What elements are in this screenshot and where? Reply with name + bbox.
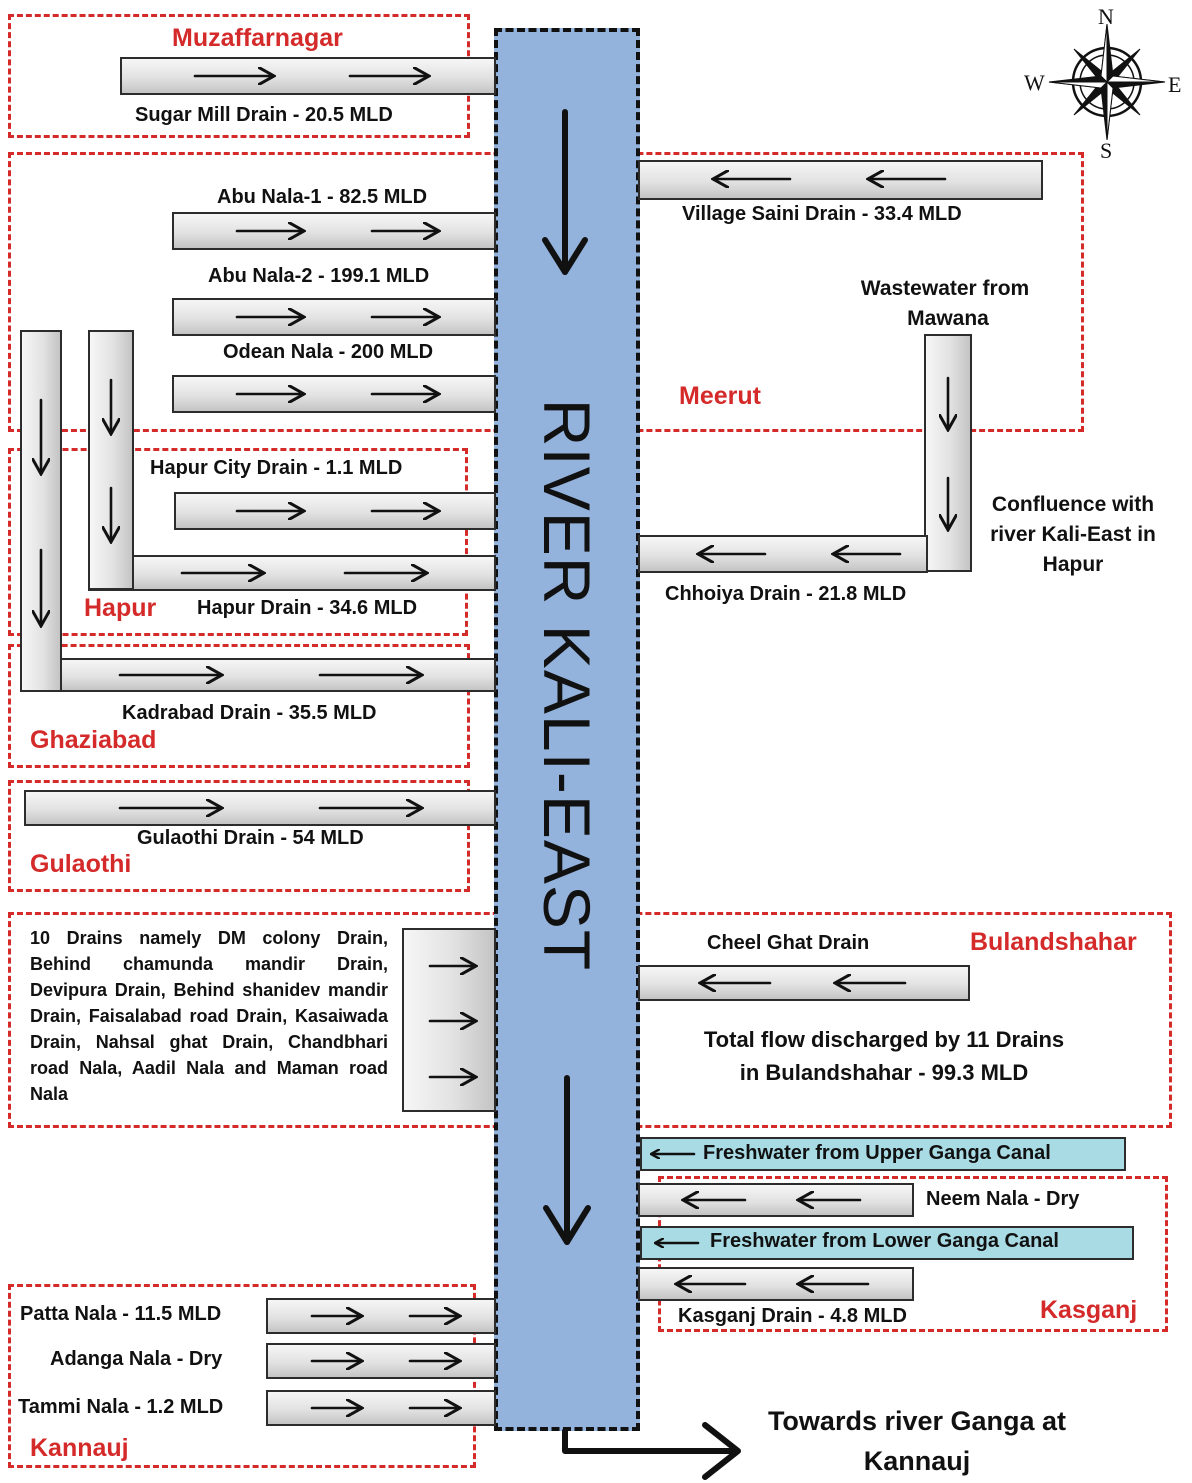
towards-ganga-arrow-head — [702, 1422, 741, 1480]
label-confluence-1: Confluence with — [991, 493, 1155, 516]
label-abu-nala-1: Abu Nala-1 - 82.5 MLD — [217, 186, 428, 208]
region-label-kannauj: Kannauj — [30, 1434, 129, 1462]
region-label-bulandshahar: Bulandshahar — [970, 928, 1137, 956]
label-fresh-lower: Freshwater from Lower Ganga Canal — [710, 1230, 1059, 1252]
label-confluence-2: river Kali-East in — [990, 523, 1156, 546]
label-kasganj-drain: Kasganj Drain - 4.8 MLD — [678, 1305, 907, 1327]
label-sugar-mill: Sugar Mill Drain - 20.5 MLD — [135, 104, 393, 126]
river-name: RIVER KALI-EAST — [530, 398, 604, 972]
region-label-muzaffarnagar: Muzaffarnagar — [172, 24, 343, 52]
label-confluence-3: Hapur — [1042, 553, 1104, 576]
label-chhoiya: Chhoiya Drain - 21.8 MLD — [665, 583, 907, 605]
label-towards-2: Kannauj — [863, 1446, 971, 1476]
label-neem-nala: Neem Nala - Dry — [926, 1188, 1080, 1210]
pipe-hapur-drain-v — [88, 330, 134, 590]
pipe-village-saini — [638, 160, 1043, 200]
region-gulaothi — [8, 780, 470, 892]
label-cheel-ghat: Cheel Ghat Drain — [707, 932, 870, 954]
label-hapur-drain: Hapur Drain - 34.6 MLD — [197, 597, 418, 619]
pipe-abu-nala-1 — [172, 212, 496, 250]
region-label-kasganj: Kasganj — [1040, 1296, 1138, 1324]
pipe-kadrabad-v — [20, 330, 62, 692]
pipe-hapur-city — [174, 492, 496, 530]
label-adanga-nala: Adanga Nala - Dry — [50, 1348, 223, 1370]
region-hapur — [8, 448, 468, 636]
label-abu-nala-2: Abu Nala-2 - 199.1 MLD — [208, 265, 430, 287]
pipe-mawana — [924, 334, 972, 572]
label-village-saini: Village Saini Drain - 33.4 MLD — [682, 203, 962, 225]
label-kadrabad: Kadrabad Drain - 35.5 MLD — [122, 702, 377, 724]
river-flow-arrow-bottom-head — [543, 1205, 591, 1245]
region-label-gulaothi: Gulaothi — [30, 850, 132, 878]
compass-w: W — [1024, 70, 1045, 95]
label-gulaothi-drain: Gulaothi Drain - 54 MLD — [137, 827, 364, 849]
label-hapur-city: Hapur City Drain - 1.1 MLD — [150, 457, 403, 479]
ten-drains-description: 10 Drains namely DM colony Drain, Behind… — [30, 928, 388, 1104]
label-towards-1: Towards river Ganga at — [767, 1406, 1067, 1436]
region-label-meerut: Meerut — [679, 382, 761, 410]
compass-n: N — [1098, 4, 1114, 29]
label-mawana-2: Mawana — [907, 307, 989, 330]
river-flow-arrow-top-head — [542, 237, 588, 275]
label-tammi-nala: Tammi Nala - 1.2 MLD — [18, 1396, 224, 1418]
compass-e: E — [1168, 72, 1182, 97]
compass-rose-icon — [1048, 23, 1166, 141]
pipe-sugar-mill — [120, 57, 496, 95]
label-patta-nala: Patta Nala - 11.5 MLD — [20, 1303, 222, 1325]
pipe-fresh-lower — [640, 1226, 1134, 1260]
label-odean-nala: Odean Nala - 200 MLD — [223, 341, 434, 363]
label-mawana-1: Wastewater from — [860, 277, 1030, 300]
label-total-flow-2: in Bulandshahar - 99.3 MLD — [739, 1060, 1029, 1085]
pipe-abu-nala-2 — [172, 298, 496, 336]
compass-s: S — [1100, 138, 1113, 163]
pipe-odean-nala — [172, 375, 496, 413]
pipe-fresh-upper — [640, 1137, 1126, 1171]
label-fresh-upper: Freshwater from Upper Ganga Canal — [703, 1142, 1051, 1164]
pipe-cheel-ghat — [638, 965, 970, 1001]
towards-ganga-arrow — [562, 1428, 738, 1454]
region-label-ghaziabad: Ghaziabad — [30, 726, 157, 754]
label-total-flow-1: Total flow discharged by 11 Drains — [703, 1027, 1065, 1052]
region-label-hapur: Hapur — [84, 594, 157, 622]
region-ghaziabad — [8, 644, 470, 768]
